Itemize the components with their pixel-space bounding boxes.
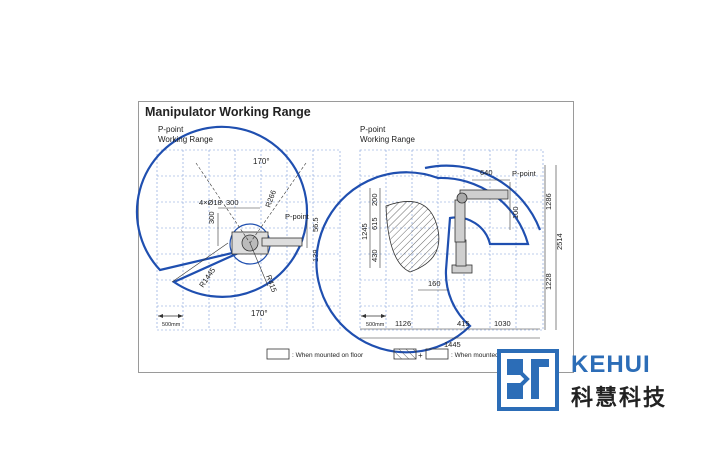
- left-angle-bottom: 170°: [251, 309, 268, 318]
- left-scale-label: 500mm: [162, 322, 181, 328]
- right-working-range: [315, 171, 530, 354]
- right-dim-1228: 1228: [544, 273, 553, 290]
- right-dim-lines: [360, 165, 557, 339]
- left-holes-label: 4×Ø18: [199, 198, 222, 207]
- diagram-title: Manipulator Working Range: [145, 105, 311, 119]
- right-dim-1286: 1286: [544, 193, 553, 210]
- right-dim-100: 100: [511, 206, 520, 219]
- right-dim-430: 430: [370, 249, 379, 262]
- left-dim-300-h: 300: [226, 198, 239, 207]
- right-outer-arc: [424, 164, 542, 231]
- right-dim-1126: 1126: [395, 319, 411, 328]
- right-dim-615: 615: [370, 217, 379, 230]
- right-dim-2514: 2514: [555, 233, 564, 250]
- right-dim-1030: 1030: [494, 319, 511, 328]
- right-dim-1445: 1445: [444, 340, 461, 349]
- legend-wall-swatch: [425, 348, 449, 360]
- brand-name: KEHUI: [571, 351, 651, 378]
- right-dim-415: 415: [457, 319, 470, 328]
- right-scale-bar: [361, 314, 386, 318]
- legend-floor-swatch: [266, 348, 290, 360]
- right-robot-body: [451, 189, 509, 274]
- left-dim-300-v: 300: [207, 211, 216, 224]
- legend-wall-hatch-swatch: [393, 348, 417, 360]
- left-ppoint-label: P-point: [158, 125, 184, 134]
- kehui-logo: [497, 349, 559, 411]
- diagram-frame: [138, 101, 574, 373]
- left-ppoint-small: P-point: [285, 212, 310, 221]
- right-scale-label: 500mm: [366, 322, 385, 328]
- left-working-range: [135, 125, 309, 298]
- right-ppoint-small: P-point: [512, 169, 537, 178]
- brand-chinese-name: 科慧科技: [571, 386, 668, 411]
- legend-plus: +: [418, 351, 423, 360]
- right-wall-mount-region: [385, 201, 440, 273]
- left-robot-base: [231, 231, 303, 255]
- right-dim-160: 160: [428, 279, 441, 288]
- left-dim-565: 56.5: [311, 217, 320, 232]
- right-dim-200: 200: [370, 193, 379, 206]
- right-dim-1245: 1245: [360, 223, 369, 240]
- left-angle-top: 170°: [253, 157, 270, 166]
- left-working-range-label: Working Range: [158, 135, 214, 144]
- right-dim-640: 640: [480, 168, 493, 177]
- right-working-range-label: Working Range: [360, 135, 416, 144]
- legend-floor-text: : When mounted on floor: [292, 352, 364, 359]
- right-ppoint-label: P-point: [360, 125, 386, 134]
- left-dim-lines: [171, 162, 308, 287]
- left-scale-bar: [158, 314, 183, 318]
